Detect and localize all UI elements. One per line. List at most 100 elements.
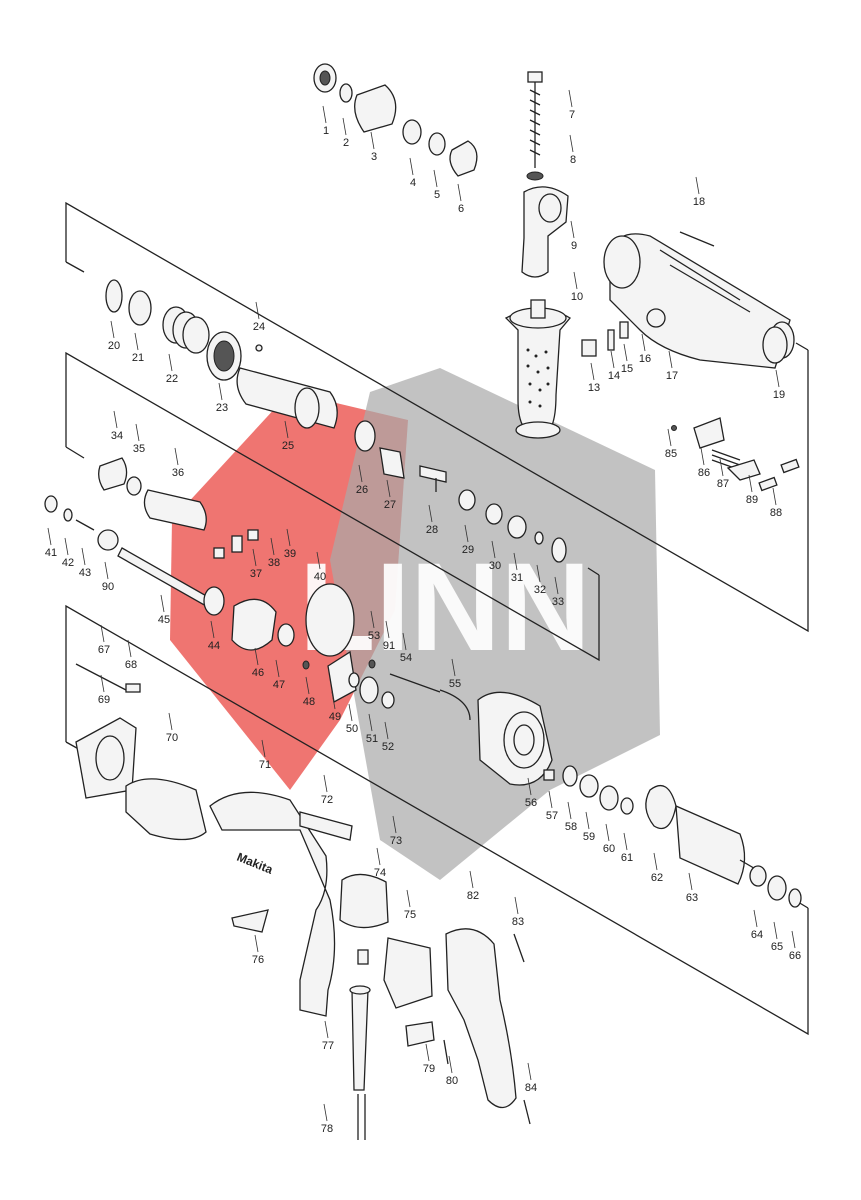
part-number-7: 7 bbox=[569, 109, 575, 121]
part-number-70: 70 bbox=[166, 732, 178, 744]
part-number-79: 79 bbox=[423, 1063, 435, 1075]
part-number-14: 14 bbox=[608, 370, 620, 382]
leader-line-73 bbox=[392, 815, 397, 834]
chuck-parts bbox=[313, 63, 478, 177]
leader-line-66 bbox=[791, 930, 796, 949]
leader-line-64 bbox=[753, 909, 758, 928]
frame-upper bbox=[65, 201, 809, 633]
part-number-86: 86 bbox=[698, 467, 710, 479]
leader-line-20 bbox=[110, 320, 115, 339]
part-number-55: 55 bbox=[449, 678, 461, 690]
group-frames bbox=[65, 201, 809, 1036]
part-number-6: 6 bbox=[458, 203, 464, 215]
leader-line-27 bbox=[386, 479, 391, 498]
part-number-82: 82 bbox=[467, 890, 479, 902]
leader-line-13 bbox=[590, 362, 595, 381]
part-number-labels: 1234567891013141516171819202122232425262… bbox=[45, 89, 801, 1135]
leader-line-63 bbox=[688, 872, 693, 891]
part-number-52: 52 bbox=[382, 741, 394, 753]
leader-line-5 bbox=[433, 169, 438, 188]
part-number-26: 26 bbox=[356, 484, 368, 496]
part-number-76: 76 bbox=[252, 954, 264, 966]
leader-line-87 bbox=[719, 458, 724, 477]
front-housing bbox=[581, 231, 795, 369]
leader-line-61 bbox=[623, 832, 628, 851]
part-number-49: 49 bbox=[329, 711, 341, 723]
leader-line-57 bbox=[548, 790, 553, 809]
watermark: LINN bbox=[170, 368, 660, 880]
leader-line-7 bbox=[568, 89, 573, 108]
part-number-80: 80 bbox=[446, 1075, 458, 1087]
leader-line-58 bbox=[567, 801, 572, 820]
part-number-75: 75 bbox=[404, 909, 416, 921]
part-number-23: 23 bbox=[216, 402, 228, 414]
leader-line-42 bbox=[64, 537, 69, 556]
part-number-90: 90 bbox=[102, 581, 114, 593]
part-number-68: 68 bbox=[125, 659, 137, 671]
leader-line-60 bbox=[605, 823, 610, 842]
leader-line-37 bbox=[252, 548, 257, 567]
leader-line-35 bbox=[135, 423, 140, 442]
leader-line-24 bbox=[255, 301, 260, 320]
leader-line-21 bbox=[134, 332, 139, 351]
leader-line-29 bbox=[464, 524, 469, 543]
part-number-2: 2 bbox=[343, 137, 349, 149]
leader-line-6 bbox=[457, 183, 462, 202]
body-group: Makita bbox=[75, 663, 531, 1140]
leader-line-16 bbox=[641, 333, 646, 352]
leader-line-46 bbox=[254, 647, 259, 666]
leader-line-82 bbox=[469, 870, 474, 889]
leader-line-52 bbox=[384, 721, 389, 740]
part-number-30: 30 bbox=[489, 560, 501, 572]
leader-line-3 bbox=[370, 131, 375, 150]
part-number-72: 72 bbox=[321, 794, 333, 806]
side-handle-parts bbox=[504, 71, 571, 439]
leader-line-54 bbox=[402, 632, 407, 651]
leader-line-62 bbox=[653, 852, 658, 871]
leader-line-38 bbox=[270, 537, 275, 556]
leader-line-45 bbox=[160, 594, 165, 613]
leader-line-4 bbox=[409, 157, 414, 176]
armature-group bbox=[477, 691, 802, 908]
part-number-45: 45 bbox=[158, 614, 170, 626]
leader-line-14 bbox=[610, 350, 615, 369]
leader-line-56 bbox=[527, 777, 532, 796]
upper-shaft-group bbox=[105, 279, 567, 563]
leader-line-41 bbox=[47, 527, 52, 546]
part-number-43: 43 bbox=[79, 567, 91, 579]
leader-line-78 bbox=[323, 1103, 328, 1122]
leader-line-49 bbox=[331, 691, 336, 710]
part-number-22: 22 bbox=[166, 373, 178, 385]
leader-line-39 bbox=[286, 528, 291, 547]
leader-line-68 bbox=[127, 639, 132, 658]
leader-line-40 bbox=[316, 551, 321, 570]
leader-line-55 bbox=[451, 658, 456, 677]
part-number-58: 58 bbox=[565, 821, 577, 833]
part-number-85: 85 bbox=[665, 448, 677, 460]
leader-line-28 bbox=[428, 504, 433, 523]
part-number-57: 57 bbox=[546, 810, 558, 822]
leader-line-88 bbox=[772, 487, 777, 506]
part-number-67: 67 bbox=[98, 644, 110, 656]
part-number-74: 74 bbox=[374, 867, 386, 879]
part-number-25: 25 bbox=[282, 440, 294, 452]
lever-parts bbox=[671, 417, 800, 492]
leader-line-34 bbox=[113, 410, 118, 429]
part-number-21: 21 bbox=[132, 352, 144, 364]
part-number-42: 42 bbox=[62, 557, 74, 569]
leader-line-91 bbox=[385, 620, 390, 639]
part-number-29: 29 bbox=[462, 544, 474, 556]
leader-line-8 bbox=[569, 134, 574, 153]
leader-line-75 bbox=[406, 889, 411, 908]
part-number-20: 20 bbox=[108, 340, 120, 352]
part-number-18: 18 bbox=[693, 196, 705, 208]
part-number-1: 1 bbox=[323, 125, 329, 137]
part-number-48: 48 bbox=[303, 696, 315, 708]
part-number-13: 13 bbox=[588, 382, 600, 394]
leader-line-77 bbox=[324, 1020, 329, 1039]
leader-line-74 bbox=[376, 847, 381, 866]
part-number-36: 36 bbox=[172, 467, 184, 479]
part-number-53: 53 bbox=[368, 630, 380, 642]
part-number-9: 9 bbox=[571, 240, 577, 252]
